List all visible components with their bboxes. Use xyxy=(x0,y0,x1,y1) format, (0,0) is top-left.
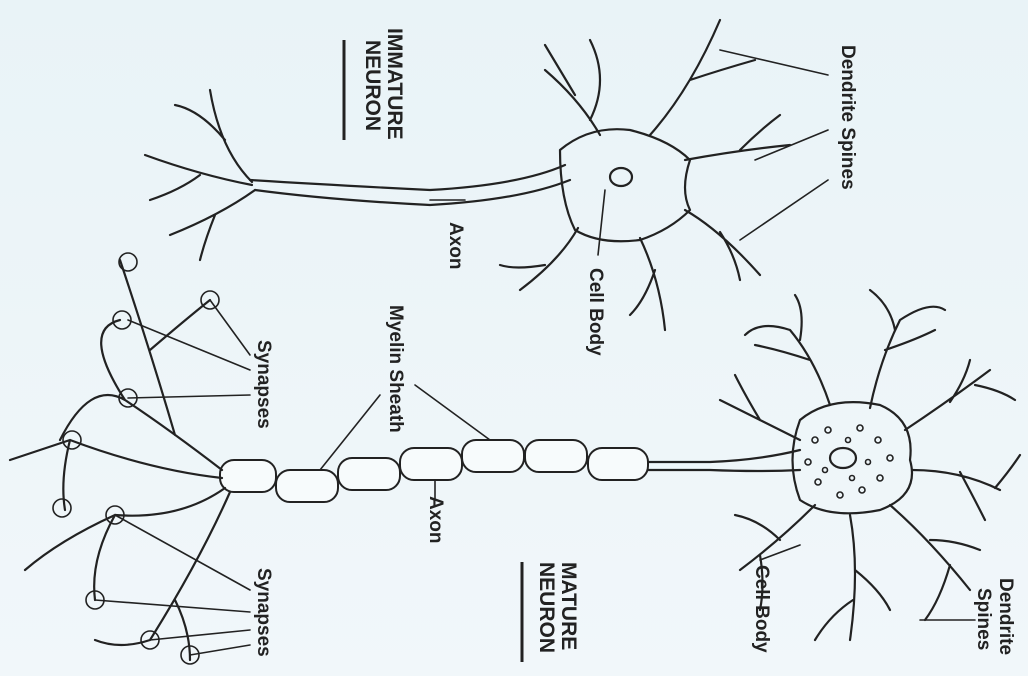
leader-line xyxy=(415,385,490,440)
mature-dendrite xyxy=(870,290,945,408)
mature-axon-terminal xyxy=(60,260,222,470)
mature-axon-terminal xyxy=(25,488,225,600)
leader-line xyxy=(115,515,250,590)
mature-title-line1: MATURE xyxy=(557,562,580,650)
immature-nucleus xyxy=(610,168,632,186)
mature-neuron xyxy=(10,253,1020,664)
immature-dendrite xyxy=(500,228,578,290)
mature-axon-label: Axon xyxy=(425,496,446,544)
mature-dendrite xyxy=(890,505,980,620)
leader-line xyxy=(150,630,250,640)
mature-dendrite xyxy=(815,515,890,640)
myelin-sheath-label: Myelin Sheath xyxy=(385,305,406,433)
leader-line xyxy=(740,180,828,240)
nissl-bodies xyxy=(805,425,893,498)
mature-dendrite xyxy=(912,455,1020,520)
immature-axon-terminal xyxy=(170,190,255,260)
immature-dendrite xyxy=(545,40,600,135)
mature-dendrite xyxy=(745,295,830,405)
leader-line xyxy=(190,645,250,655)
mature-cell-body-label: Cell Body xyxy=(751,565,772,653)
mature-nucleus xyxy=(830,448,856,468)
leader-line xyxy=(210,300,250,355)
mature-cell-body xyxy=(793,402,913,513)
immature-dendrite-spines-label: Dendrite Spines xyxy=(837,45,858,190)
immature-title-line2: NEURON xyxy=(361,40,384,131)
mature-dendrite xyxy=(735,505,815,610)
leader-line xyxy=(598,190,605,255)
immature-neuron xyxy=(145,20,828,330)
mature-dendrite-label-line2: Spines xyxy=(973,588,994,650)
leader-line xyxy=(128,395,250,398)
myelin-sheath xyxy=(220,440,648,502)
mature-dendrite xyxy=(905,360,1015,430)
immature-dendrite xyxy=(630,238,665,330)
synapses-upper-label: Synapses xyxy=(253,340,274,429)
immature-dendrite xyxy=(650,20,755,135)
immature-title-line1: IMMATURE xyxy=(383,28,406,140)
mature-dendrite-label-line1: Dendrite xyxy=(995,578,1016,655)
mature-dendrite xyxy=(720,375,800,440)
leader-line xyxy=(720,50,828,75)
immature-axon xyxy=(250,165,565,190)
immature-dendrite xyxy=(685,115,790,160)
immature-dendrite xyxy=(685,210,760,280)
mature-title-line2: NEURON xyxy=(535,562,558,653)
leader-line xyxy=(760,545,800,560)
mature-axon-terminal xyxy=(10,440,222,510)
mature-axon xyxy=(645,450,800,462)
immature-axon-label: Axon xyxy=(445,222,466,270)
synapse-boutons xyxy=(53,253,219,664)
immature-cell-body-label: Cell Body xyxy=(585,268,606,356)
synapses-lower-label: Synapses xyxy=(253,568,274,657)
mature-axon xyxy=(645,470,800,471)
leader-line xyxy=(128,320,250,370)
leader-line xyxy=(755,130,828,160)
